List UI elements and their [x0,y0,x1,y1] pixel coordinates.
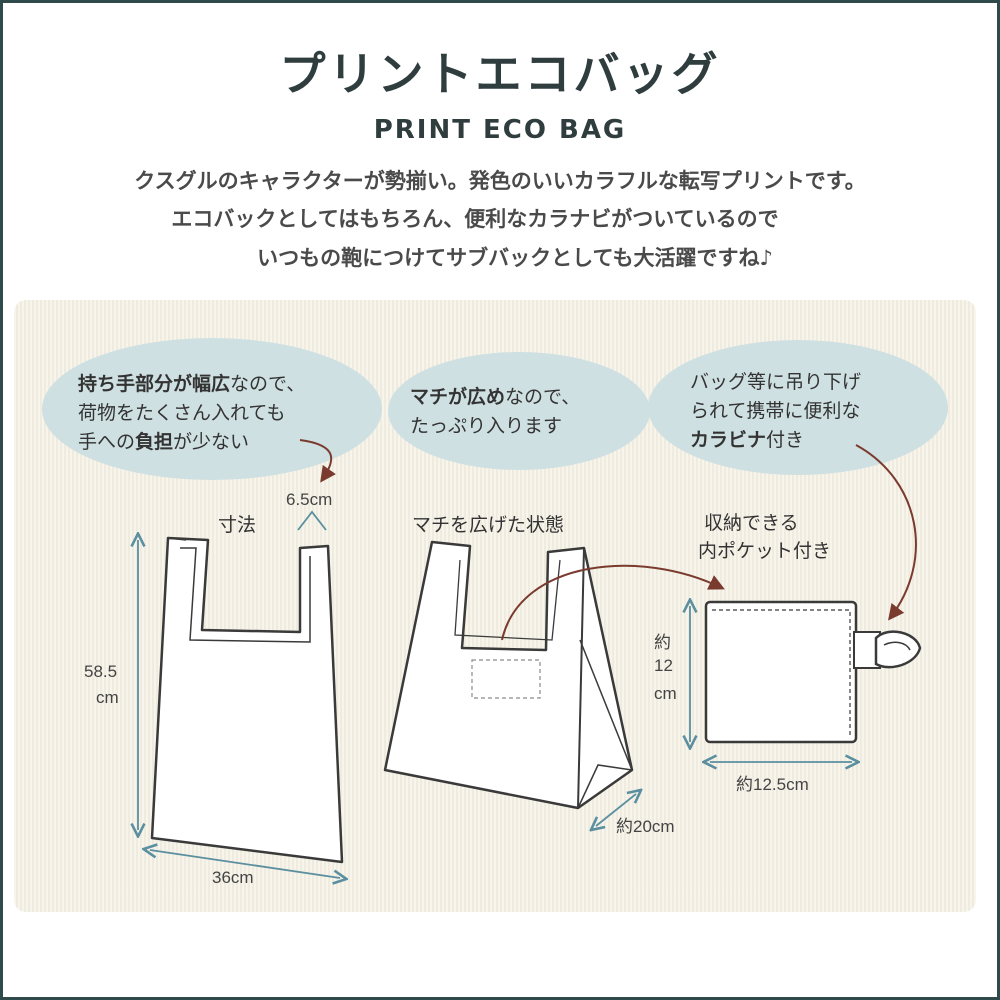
pouch-drawing [704,600,922,744]
pouch-height-label-2: 12 [654,656,673,675]
carabiner-bubble-text: バッグ等に吊り下げ られて携帯に便利な カラビナ付き [690,371,862,451]
pocket-label-line-1: 収納できる [704,512,799,534]
carabiner-icon [874,630,922,669]
page-title: プリントエコバッグ [279,47,721,101]
gusset-depth-label: 約20cm [616,817,675,836]
dimensions-label: 寸法 [218,514,257,536]
gusset-feature-bubble [388,352,650,470]
carabiner-feature-bubble [648,340,948,475]
description-line-2: エコバックとしてはもちろん、便利なカラナビがついているので [171,207,779,231]
height-label-unit: cm [96,688,119,707]
inner-pocket [471,659,541,699]
flat-bag-drawing [150,536,344,864]
gusset-dimension-line [596,794,636,826]
handle-arrow [299,439,336,483]
handle-bubble-bold: 持ち手部分が幅広 [78,373,231,395]
pouch-height-label-1: 約 [654,633,671,652]
handle-feature-bubble [42,338,382,480]
page-subtitle: PRINT ECO BAG [373,115,627,145]
pouch-height-label-3: cm [654,684,677,703]
gusset-bubble-text: マチが広めなので、 たっぷり入ります [410,386,581,437]
height-label-value: 58.5 [84,662,118,681]
gusset-bubble-bold: マチが広め [410,386,506,408]
description-line-1: クスグルのキャラクターが勢揃い。発色のいいカラフルな転写プリントです。 [134,169,866,193]
handle-bubble-text: 持ち手部分が幅広なので、 荷物をたくさん入れても 手への負担が少ない [78,373,306,453]
open-bag-drawing [383,540,634,810]
description-line-3: いつもの鞄につけてサブバックとしても大活躍ですね♪ [257,246,773,270]
gusset-open-label: マチを広げた状態 [412,514,565,536]
carabiner-arrow [855,444,917,621]
pocket-label-line-2: 内ポケット付き [698,540,832,562]
pouch-width-label: 約12.5cm [736,775,809,794]
handle-width-indicator [297,510,327,531]
width-label: 36cm [212,868,254,887]
carabiner-bubble-bold: カラビナ [690,429,767,451]
pocket-arrow [501,564,725,641]
handle-width-label: 6.5cm [286,490,333,509]
width-dimension-line [150,850,340,878]
